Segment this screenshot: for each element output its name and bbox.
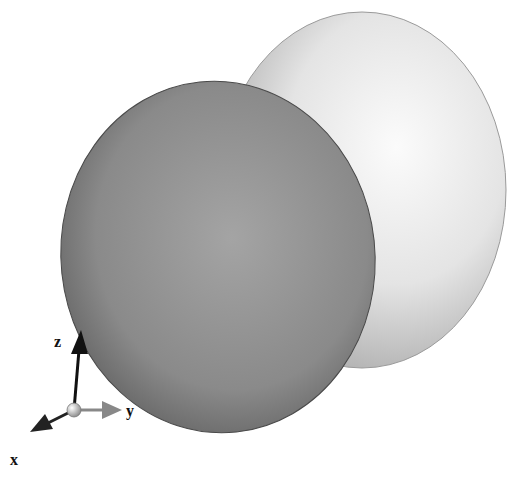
front-lobe xyxy=(43,66,392,449)
axis-triad xyxy=(30,330,122,432)
axis-label: y xyxy=(126,403,134,419)
axis-label: z xyxy=(54,334,61,350)
axis-label: x xyxy=(10,452,18,468)
